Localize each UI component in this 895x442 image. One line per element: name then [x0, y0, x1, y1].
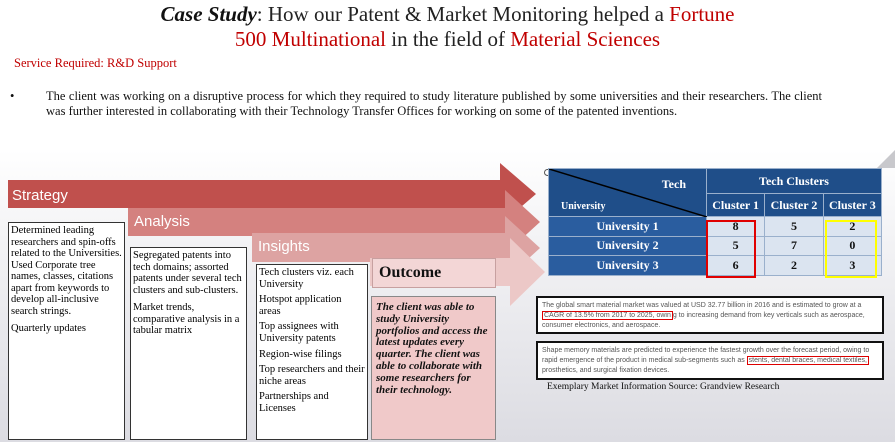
title-highlight-field: Material Sciences [510, 27, 661, 51]
arrow-strategy [8, 163, 536, 225]
stage-insights-label: Insights [258, 238, 310, 255]
insights-item: Top assignees with University patents [259, 321, 339, 344]
analysis-item: Segregated patents into tech domains; as… [133, 250, 242, 296]
source1-highlight: CAGR of 13.5% from 2017 to 2025, owin [542, 311, 673, 320]
bullet-text: The client was working on a disruptive p… [46, 89, 822, 118]
analysis-item: Market trends, comparative analysis in a… [133, 302, 240, 336]
column-header: Cluster 1 [705, 193, 766, 217]
table-cell: 3 [822, 255, 883, 276]
column-header: Cluster 2 [764, 193, 824, 217]
table-cell: 5 [764, 216, 824, 237]
bullet-marker: • [10, 89, 15, 103]
highlight-cluster3 [825, 220, 877, 278]
stage-strategy-label: Strategy [12, 187, 68, 204]
highlight-cluster1 [706, 220, 756, 278]
title-mid: in the field of [386, 27, 511, 51]
table-cell: 7 [764, 235, 824, 256]
source2-highlight: stents, dental braces, medical textiles, [746, 356, 869, 365]
source2-text: Shape memory materials are predicted to … [542, 347, 870, 364]
tech-cluster-table: Tech University Tech Clusters Cluster 1 … [548, 167, 883, 276]
service-required: Service Required: R&D Support [14, 56, 177, 70]
table-cell: 0 [822, 235, 883, 256]
insights-item: Tech clusters viz. each University [259, 267, 354, 290]
source1-text: g to increasing demand from key vertical… [542, 312, 865, 329]
table-cell: 6 [705, 255, 766, 276]
table-row: University 2 5 7 0 [548, 235, 883, 256]
market-source-1: The global smart material market was val… [536, 296, 884, 334]
insights-item: Region-wise filings [259, 348, 342, 360]
table-cell: 5 [705, 235, 766, 256]
row-header: University 3 [548, 255, 707, 276]
strategy-box: Determined leading researchers and spin-… [8, 222, 125, 440]
insights-item: Top researchers and their niche areas [259, 364, 365, 387]
stage-analysis-label: Analysis [134, 213, 190, 230]
insights-item: Hotspot application areas [259, 294, 342, 317]
arrow-insights [252, 216, 540, 280]
outcome-box: The client was able to study University … [371, 296, 496, 440]
market-source-2: Shape memory materials are predicted to … [536, 341, 884, 380]
slide-title: Case Study: How our Patent & Market Moni… [0, 2, 895, 52]
table-cell: 2 [764, 255, 824, 276]
insights-box: Tech clusters viz. each University Hotsp… [256, 264, 368, 440]
title-highlight-fortune: Fortune [669, 2, 735, 26]
title-highlight-multinational: 500 Multinational [234, 27, 386, 51]
arrow-analysis [128, 190, 540, 254]
source2-text: prosthetics, and surgical fixation devic… [542, 367, 670, 374]
tech-clusters-header: Tech Clusters [706, 167, 882, 195]
analysis-box: Segregated patents into tech domains; as… [130, 247, 247, 440]
header-diagonal [549, 169, 707, 217]
column-header: Cluster 3 [822, 193, 883, 217]
row-header: University 2 [548, 235, 707, 256]
table-corner-header: Tech University [548, 168, 707, 217]
insights-item: Partnerships and Licenses [259, 391, 329, 414]
table-row: University 3 6 2 3 [548, 255, 883, 276]
title-lead: Case Study [160, 2, 257, 26]
row-header: University 1 [548, 216, 707, 237]
source-caption: Exemplary Market Information Source: Gra… [547, 382, 780, 392]
strategy-item: Determined leading researchers and spin-… [11, 225, 122, 317]
source1-text: The global smart material market was val… [542, 302, 862, 309]
tech-label: Tech [661, 177, 686, 191]
university-label: University [561, 201, 606, 212]
strategy-item: Quarterly updates [11, 323, 86, 334]
stage-outcome-label: Outcome [372, 258, 496, 288]
title-text: : How our Patent & Market Monitoring hel… [256, 2, 670, 26]
corner-decoration [877, 150, 895, 168]
